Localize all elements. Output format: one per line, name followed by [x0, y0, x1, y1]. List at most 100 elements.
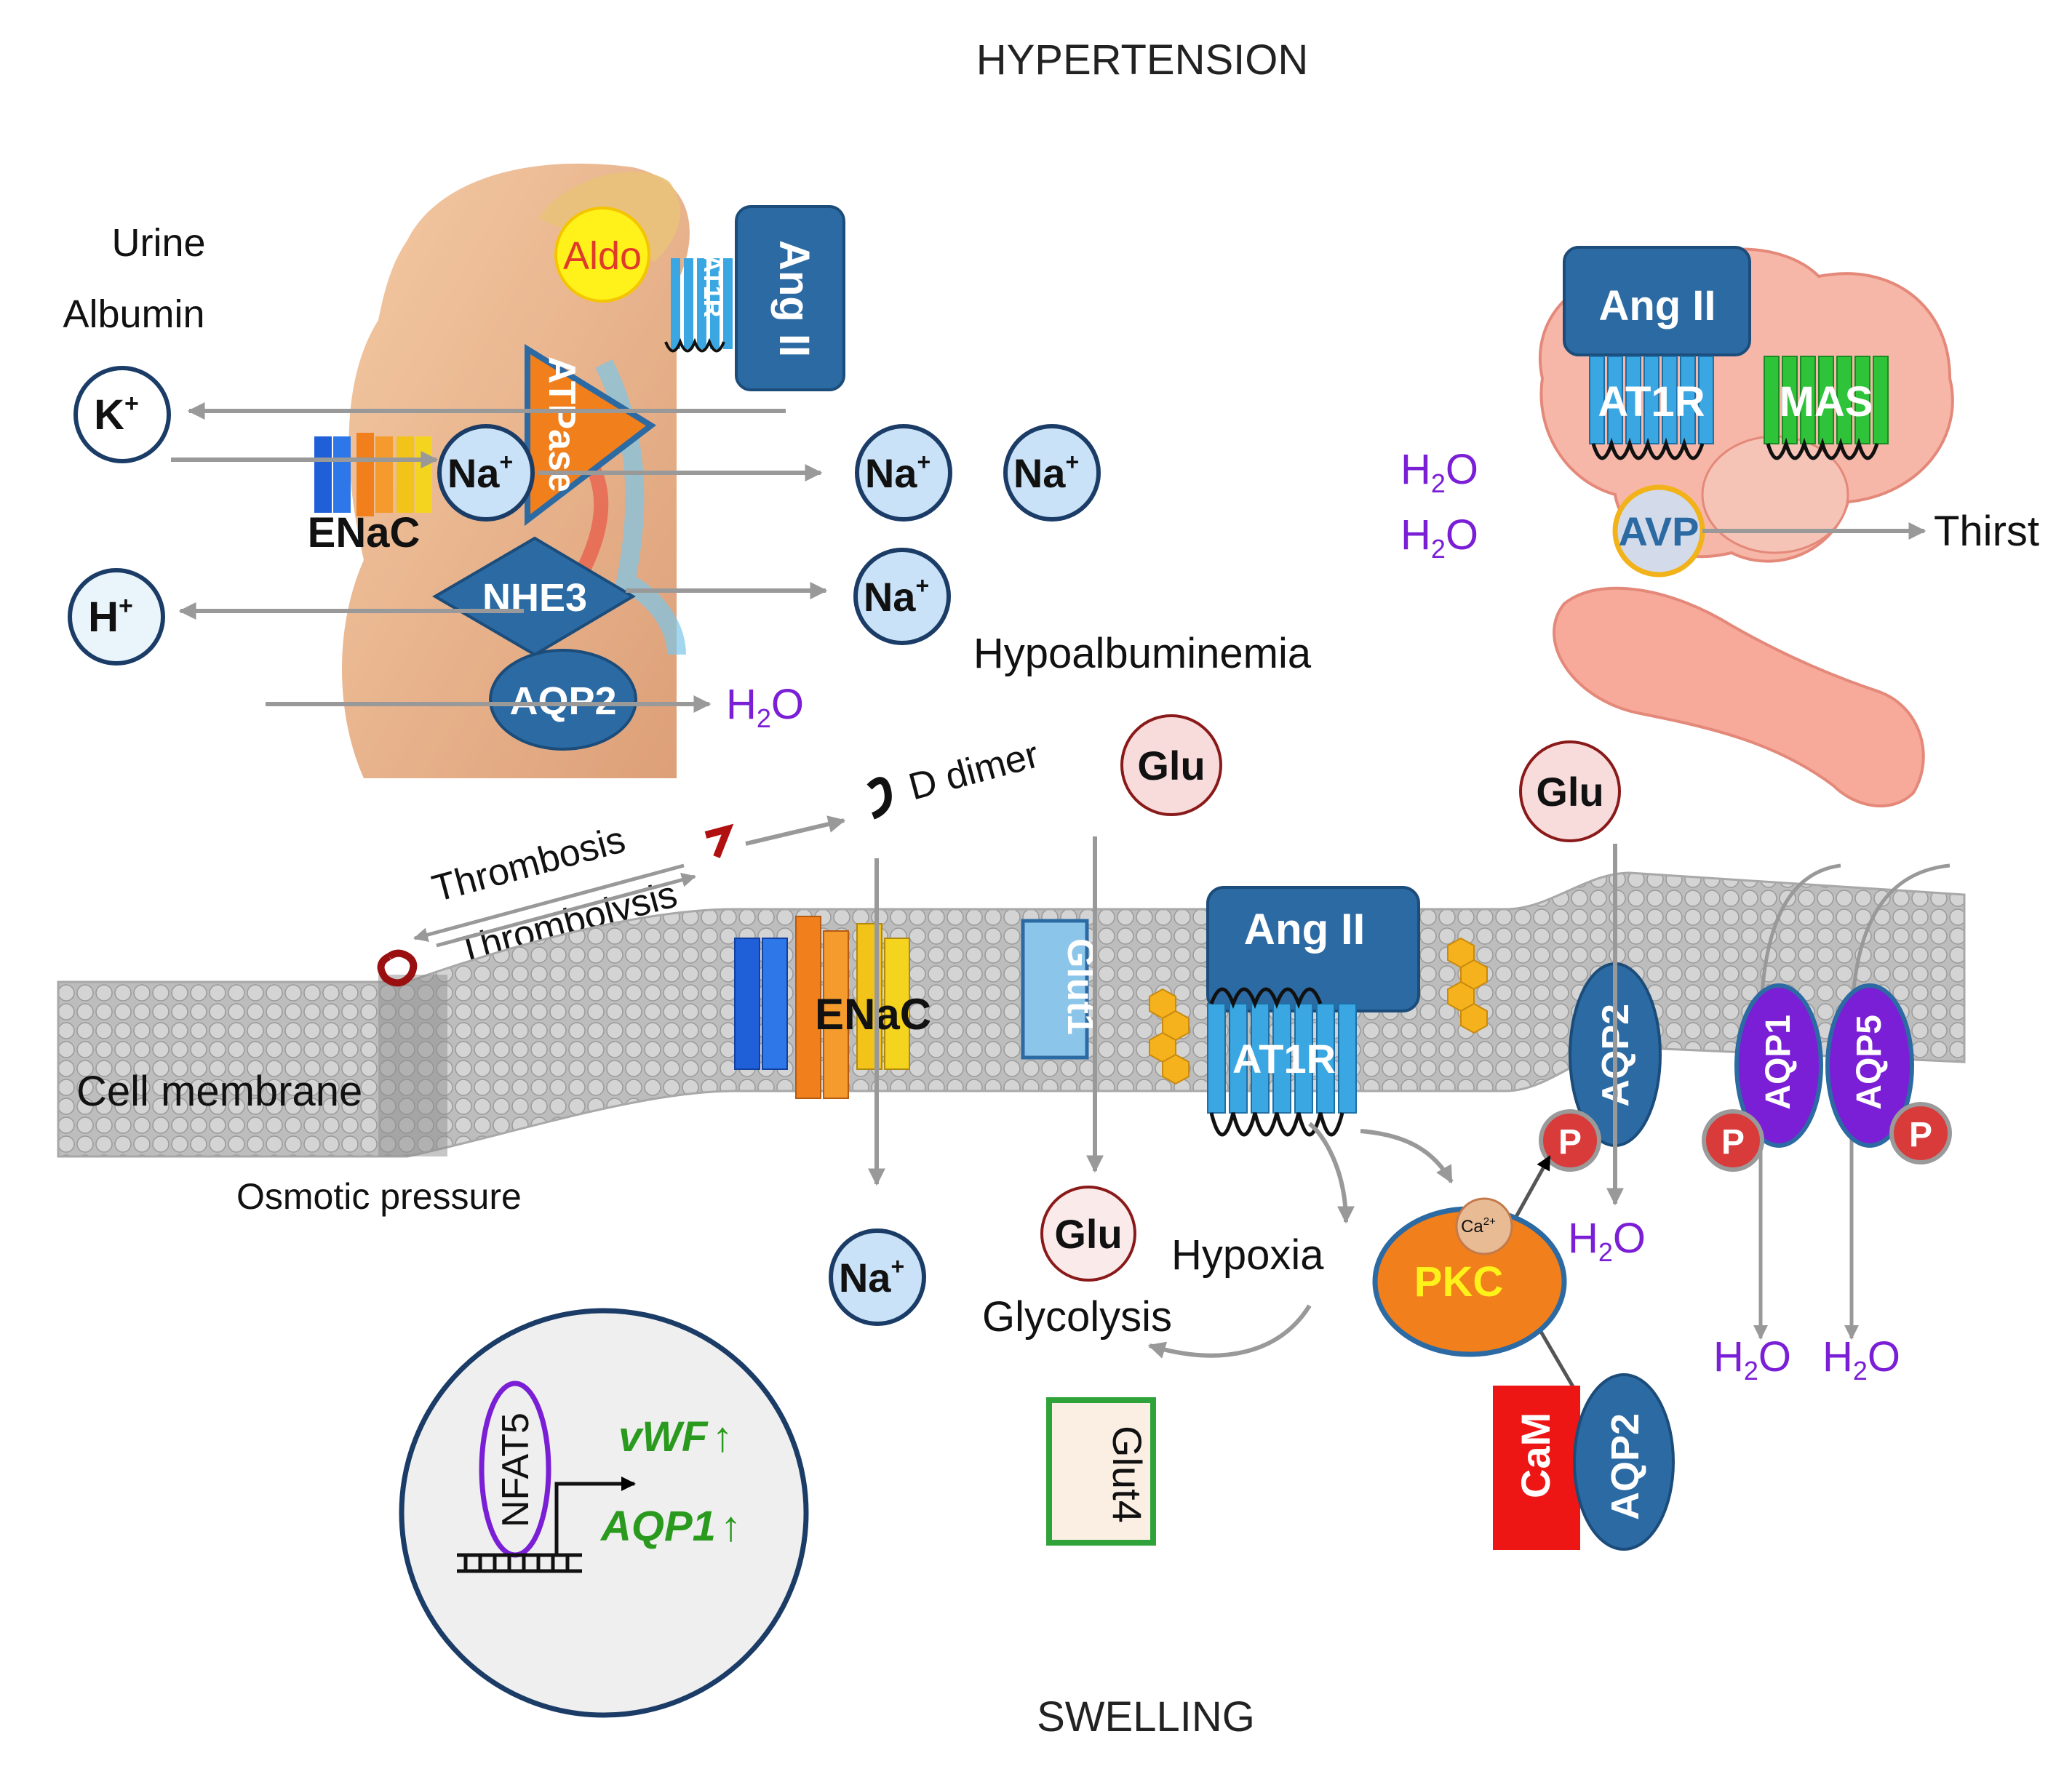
glu-inside: Glu: [1040, 1186, 1136, 1282]
dna-promoter-icon: [457, 1553, 582, 1573]
glu-outside-2: Glu: [1519, 740, 1621, 842]
membrane-at1r-receptor: [1207, 987, 1357, 1137]
pkc-to-aqp2-arrow: [1511, 1155, 1552, 1223]
na-charge: +: [499, 449, 513, 475]
kidney-at1r-label: AT1R: [698, 255, 726, 317]
svg-text:K+: K+: [94, 390, 139, 439]
h-ion: H+: [68, 568, 165, 666]
glut4-label: Glut4: [1104, 1426, 1150, 1523]
na-charge: +: [915, 572, 929, 599]
brain-ang2-label: Ang II: [1598, 282, 1716, 329]
aqp5-ellipse: [1825, 983, 1914, 1148]
cell-membrane-label: Cell membrane: [76, 1068, 362, 1115]
na-symbol: Na: [864, 574, 916, 620]
na-symbol: Na: [1013, 450, 1066, 496]
fibrin-fragment-icon: [704, 823, 734, 858]
na-charge: +: [890, 1253, 904, 1279]
title-swelling: SWELLING: [1037, 1693, 1255, 1741]
osmotic-pressure-label: Osmotic pressure: [236, 1176, 522, 1217]
na-symbol: Na: [865, 450, 917, 496]
brain-h2o-2: H2O: [1400, 511, 1478, 564]
cam-box: [1493, 1386, 1580, 1550]
h-ion-symbol: H: [88, 594, 119, 641]
svg-text:Glu: Glu: [1054, 1211, 1122, 1257]
fibrin-to-ddimer-arrow: [745, 815, 846, 846]
glycolysis-label: Glycolysis: [982, 1293, 1172, 1341]
svg-text:Na+: Na+: [864, 572, 929, 620]
aqp5-phospho-circle: [1889, 1102, 1952, 1164]
kidney-arrows: [171, 402, 828, 713]
mas-label: MAS: [1780, 378, 1873, 425]
kidney-enac-label: ENaC: [308, 509, 421, 556]
membrane-at1r-label: AT1R: [1232, 1036, 1336, 1082]
h-ion-charge: +: [119, 592, 133, 620]
calcium-label: Ca2+: [1461, 1215, 1496, 1236]
kidney-enac-channel: [314, 433, 432, 516]
transcription-arrow: [554, 1477, 636, 1555]
aldo-circle: [554, 207, 650, 303]
membrane-channel-shadow: [378, 975, 447, 1156]
d-dimer-fragment-icon: [866, 777, 892, 820]
hypoxia-to-glycolysis-arrow: [1147, 1304, 1312, 1359]
aqp1-ellipse: [1734, 983, 1823, 1148]
aqp1-phospho-circle: [1702, 1109, 1764, 1172]
nfat5-label: NFAT5: [495, 1413, 537, 1527]
kidney-at1r-receptor: [664, 258, 733, 353]
membrane-enac-label: ENaC: [815, 990, 931, 1039]
glycolipid-icon-right: [1447, 937, 1488, 1034]
svg-text:Na+: Na+: [865, 449, 931, 496]
aldo-label: Aldo: [563, 234, 642, 278]
na-symbol: Na: [839, 1255, 891, 1300]
brain-h2o-1: H2O: [1400, 446, 1478, 498]
kidney-h2o: H2O: [726, 681, 804, 733]
urine-label: Urine: [111, 221, 205, 265]
d-dimer-label: D dimer: [904, 733, 1043, 808]
atpase-label: ATPase: [541, 356, 583, 492]
aqp1-phospho-label: P: [1721, 1123, 1745, 1162]
na-charge: +: [917, 449, 931, 475]
lower-aqp2-label: AQP2: [1603, 1413, 1647, 1520]
svg-text:Glu: Glu: [1137, 743, 1205, 788]
vwf-gene-label: vWF↑: [618, 1413, 733, 1461]
at1r-to-pkc-arrow: [1360, 1129, 1454, 1184]
aqp5-label: AQP5: [1850, 1015, 1889, 1110]
k-ion: K+: [73, 366, 171, 463]
aqp1-gene-label: AQP1↑: [599, 1503, 741, 1550]
svg-text:Na+: Na+: [839, 1253, 904, 1300]
na-ion-right-3: Na+: [853, 548, 951, 645]
at1r-to-hypoxia-arrow: [1308, 1122, 1355, 1224]
k-ion-symbol: K: [94, 391, 124, 439]
thrombolysis-arrow: [436, 872, 696, 948]
calcium-circle: [1455, 1197, 1513, 1255]
title-hypertension: HYPERTENSION: [976, 36, 1309, 84]
albumin-label: Albumin: [63, 292, 204, 336]
na-ion-kidney: Na+: [437, 424, 535, 522]
thrombus-clot-icon: [377, 949, 418, 987]
aqp5-h2o: H2O: [1822, 1333, 1900, 1386]
svg-text:Glu: Glu: [1536, 769, 1603, 815]
svg-text:Na+: Na+: [447, 449, 513, 496]
avp-label: AVP: [1619, 508, 1700, 554]
thirst-label: Thirst: [1934, 508, 2039, 555]
cam-label: CaM: [1513, 1413, 1558, 1498]
k-ion-charge: +: [124, 390, 139, 417]
na-ion-right-1: Na+: [855, 424, 952, 522]
hypoalbuminemia-label: Hypoalbuminemia: [973, 630, 1312, 677]
brain-ang2-box: [1563, 246, 1751, 356]
brain-at1r-label: AT1R: [1598, 378, 1705, 425]
svg-text:Na+: Na+: [1013, 449, 1079, 496]
kidney-aqp2-ellipse: [489, 649, 637, 751]
aqp1-label: AQP1: [1759, 1015, 1798, 1110]
kidney-ang2-label: Ang II: [770, 240, 818, 357]
glycolipid-icon-left: [1149, 988, 1190, 1085]
mas-receptor: [1764, 356, 1889, 460]
na-ion-right-2: Na+: [1003, 424, 1101, 522]
aqp2-h2o: H2O: [1568, 1215, 1646, 1267]
glut4-transporter: [1046, 1397, 1156, 1546]
na-charge: +: [1065, 449, 1079, 475]
aqp2-phospho-label: P: [1558, 1123, 1582, 1162]
nhe3-diamond: [432, 536, 636, 657]
kidney-ang2-box: [735, 205, 845, 391]
glut1-transporter: [1021, 919, 1089, 1060]
